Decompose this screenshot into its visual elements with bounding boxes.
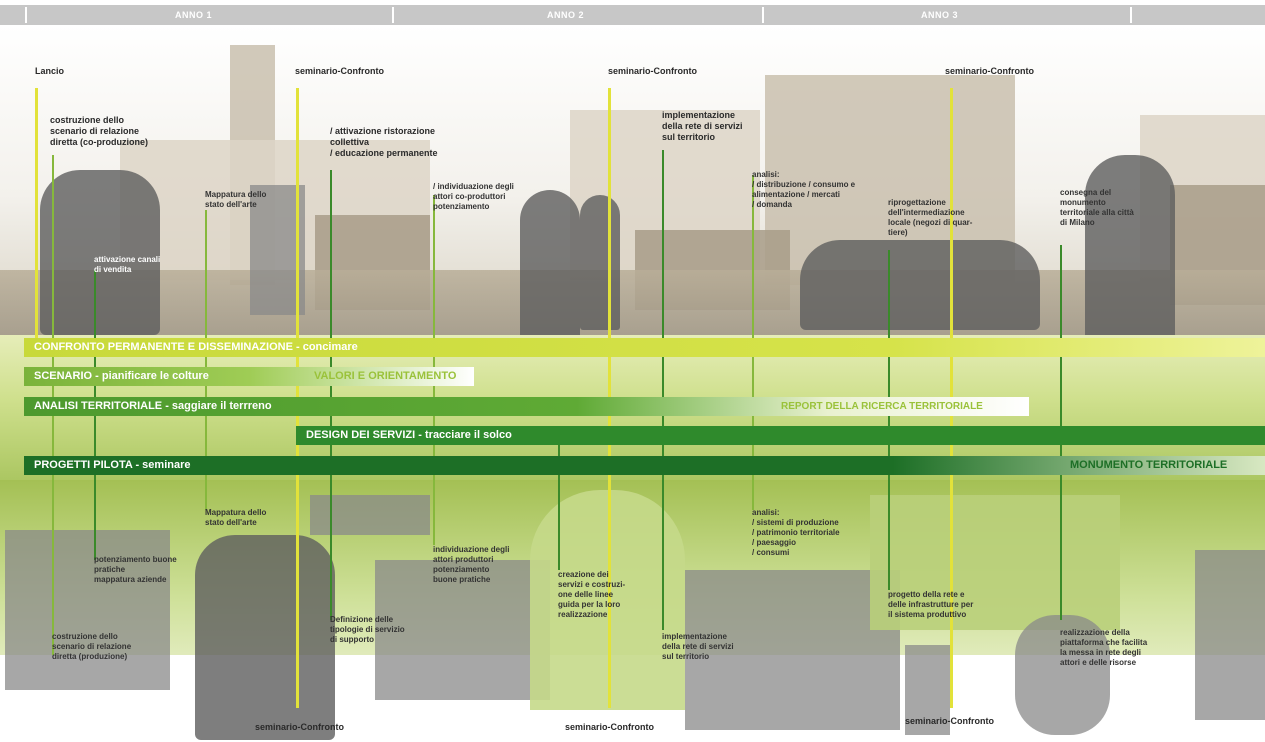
milestone-label-seminario-bottom: seminario-Confronto <box>255 722 344 732</box>
note-definizione: Definizione delle tipologie di servizio … <box>330 615 405 644</box>
band-report-label: REPORT DELLA RICERCA TERRITORIALE <box>781 401 983 412</box>
apron-man-photo <box>1085 155 1175 370</box>
note-costruzione-bottom: costruzione dello scenario di relazione … <box>52 632 132 661</box>
hay-bales-image <box>375 560 550 700</box>
note-mappatura-top: Mappatura dello stato dell'arte <box>205 190 267 209</box>
activity-line <box>888 250 890 590</box>
young-man-photo <box>195 535 335 740</box>
woman-photo <box>580 195 620 330</box>
milestone-line-lancio <box>35 88 38 348</box>
note-potenziamento: potenziamento buone pratiche mappatura a… <box>94 555 177 584</box>
milestone-label-seminario: seminario-Confronto <box>295 66 384 76</box>
band-progetti-title: PROGETTI PILOTA <box>34 459 133 471</box>
note-creazione: creazione dei servizi e costruzi- one de… <box>558 570 626 619</box>
milestone-label-seminario-bottom: seminario-Confronto <box>905 716 994 726</box>
band-monumento-label: MONUMENTO TERRITORIALE <box>1070 459 1228 471</box>
note-implementazione-bottom: implementazione della rete di servizi su… <box>662 632 734 661</box>
milestone-label-seminario: seminario-Confronto <box>945 66 1034 76</box>
band-confronto: CONFRONTO PERMANENTE E DISSEMINAZIONE - … <box>24 338 1265 357</box>
band-scenario-title: SCENARIO <box>34 370 93 382</box>
note-individuazione-top: / individuazione degli attori co-produtt… <box>433 182 514 211</box>
band-confronto-sub: concimare <box>302 341 358 353</box>
band-confronto-title: CONFRONTO PERMANENTE E DISSEMINAZIONE <box>34 341 293 353</box>
note-riprogettazione: riprogettazione dell'intermediazione loc… <box>888 198 973 237</box>
year-divider <box>762 7 764 23</box>
milestone-label-seminario: seminario-Confronto <box>608 66 697 76</box>
note-progetto-rete: progetto della rete e delle infrastruttu… <box>888 590 974 619</box>
activity-line <box>558 440 560 570</box>
band-analisi-sub: saggiare il terrreno <box>171 400 272 412</box>
year-divider <box>25 7 27 23</box>
band-progetti-sub: seminare <box>142 459 191 471</box>
year-divider <box>1130 7 1132 23</box>
band-progetti: PROGETTI PILOTA - seminare <box>24 456 1265 475</box>
band-design-title: DESIGN DEI SERVIZI <box>306 429 416 441</box>
note-attivazione: / attivazione ristorazione collettiva / … <box>330 126 438 158</box>
note-mappatura-bottom: Mappatura dello stato dell'arte <box>205 508 267 527</box>
note-costruzione: costruzione dello scenario di relazione … <box>50 115 148 147</box>
cows-barn-image <box>685 570 900 730</box>
note-attivazione-canali: attivazione canali di vendita <box>94 255 161 274</box>
activity-line <box>205 210 207 510</box>
band-analisi-title: ANALISI TERRITORIALE <box>34 400 163 412</box>
milestone-label-seminario-bottom: seminario-Confronto <box>565 722 654 732</box>
pig-image <box>1015 615 1110 735</box>
duck-image <box>905 645 950 735</box>
milestone-label-lancio: Lancio <box>35 66 65 76</box>
year-label: ANNO 2 <box>547 10 585 20</box>
band-scenario: SCENARIO - pianificare le colture <box>24 367 474 386</box>
vintage-phone-image <box>250 185 305 315</box>
note-realizzazione: realizzazione della piattaforma che faci… <box>1060 628 1148 667</box>
band-analisi: ANALISI TERRITORIALE - saggiare il terrr… <box>24 397 1029 416</box>
silo-image <box>530 490 685 710</box>
truck-image <box>1195 550 1265 720</box>
band-design: DESIGN DEI SERVIZI - tracciare il solco <box>296 426 1265 445</box>
sitting-people-photo <box>800 240 1040 330</box>
farmhouse-image <box>870 495 1120 630</box>
note-analisi-top: analisi: / distribuzione / consumo e ali… <box>752 170 856 209</box>
year-label: ANNO 1 <box>175 10 213 20</box>
year-header-bar <box>0 5 1265 25</box>
band-design-sub: tracciare il solco <box>425 429 512 441</box>
activity-line <box>330 170 332 620</box>
band-scenario-sub: pianificare le colture <box>101 370 209 382</box>
tractor-image <box>5 530 170 690</box>
note-individuazione-bottom: individuazione degli attori produttori p… <box>433 545 510 584</box>
note-analisi-bottom: analisi: / sistemi di produzione / patri… <box>752 508 840 557</box>
elderly-man-photo <box>40 170 160 335</box>
band-valori-label: VALORI E ORIENTAMENTO <box>314 370 457 382</box>
year-label: ANNO 3 <box>921 10 959 20</box>
year-divider <box>392 7 394 23</box>
note-implementazione: implementazione della rete di servizi su… <box>662 110 743 142</box>
small-tractor-image <box>310 495 430 535</box>
activity-line <box>662 150 664 630</box>
note-consegna: consegna del monumento territoriale alla… <box>1060 188 1134 227</box>
city-ground-image <box>0 270 1265 340</box>
